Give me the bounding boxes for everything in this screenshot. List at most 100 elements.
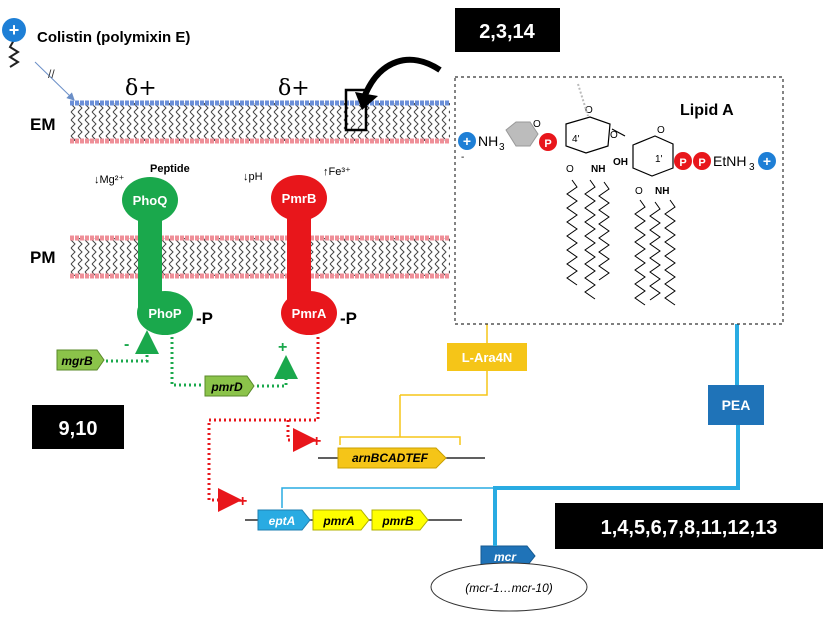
svg-text:P: P bbox=[544, 138, 551, 150]
oh-label: OH bbox=[613, 157, 628, 168]
svg-text:1,4,5,6,7,8,11,12,13: 1,4,5,6,7,8,11,12,13 bbox=[601, 517, 778, 539]
pos-1: 1' bbox=[655, 154, 663, 165]
nh-2: NH bbox=[655, 186, 669, 197]
pmra-gene: pmrA bbox=[312, 509, 370, 531]
zoom-arrow bbox=[362, 56, 442, 97]
mgrb-repression bbox=[106, 330, 159, 363]
svg-text:mgrB: mgrB bbox=[61, 354, 93, 368]
nh3-minus: - bbox=[461, 152, 464, 163]
ester-o-1: O bbox=[566, 164, 574, 175]
mcr-gene: mcr bbox=[480, 545, 536, 567]
arn-bracket bbox=[339, 436, 461, 445]
colistin-icon: + bbox=[2, 18, 26, 68]
minus-sign: - bbox=[124, 336, 129, 353]
colistin-arrow bbox=[34, 61, 75, 101]
svg-text:PmrB: PmrB bbox=[282, 191, 317, 206]
outer-membrane bbox=[70, 100, 450, 144]
ph-signal: ↓pH bbox=[243, 171, 263, 183]
pmra-to-epta bbox=[207, 337, 320, 512]
phosphate-1a bbox=[674, 152, 692, 170]
nh3-sub: 3 bbox=[499, 142, 505, 153]
phop-to-pmrd bbox=[170, 337, 203, 387]
pmrd-gene: pmrD bbox=[204, 375, 255, 397]
ester-o-2: O bbox=[635, 186, 643, 197]
phop-protein: PhoP bbox=[137, 291, 193, 335]
phop-phospho: -P bbox=[196, 309, 213, 328]
svg-text:PEA: PEA bbox=[722, 397, 751, 413]
acyl-chain bbox=[566, 179, 578, 286]
plasma-membrane bbox=[70, 235, 450, 279]
svg-text:pmrB: pmrB bbox=[381, 514, 414, 528]
nh3-label: NH bbox=[478, 133, 498, 149]
phosphate-1b bbox=[693, 152, 711, 170]
svg-text:PhoP: PhoP bbox=[148, 306, 182, 321]
mgrb-gene: mgrB bbox=[56, 349, 105, 371]
ara-o: O bbox=[533, 119, 541, 130]
nh-1: NH bbox=[591, 164, 605, 175]
pmra-to-arn bbox=[286, 420, 317, 452]
phosphate-4 bbox=[539, 133, 557, 151]
etnh3-sub: 3 bbox=[749, 162, 755, 173]
svg-text:PhoQ: PhoQ bbox=[133, 193, 168, 208]
svg-text:+: + bbox=[463, 133, 471, 149]
svg-text:pmrA: pmrA bbox=[322, 514, 354, 528]
acyl-chains bbox=[566, 179, 676, 306]
svg-text:+: + bbox=[763, 153, 771, 169]
ref-box-left: 9,10 bbox=[32, 405, 124, 449]
epta-gene: eptA bbox=[257, 509, 311, 531]
delta-charge-2: δ+ bbox=[278, 76, 310, 101]
epta-to-pea bbox=[281, 487, 495, 508]
svg-text:L-Ara4N: L-Ara4N bbox=[462, 350, 513, 365]
pos-4: 4' bbox=[572, 134, 580, 145]
lipid-a-title: Lipid A bbox=[680, 102, 734, 119]
ref-box-right: 1,4,5,6,7,8,11,12,13 bbox=[555, 503, 823, 549]
pmra-phospho: -P bbox=[340, 309, 357, 328]
svg-text:eptA: eptA bbox=[269, 514, 296, 528]
pm-label: PM bbox=[30, 248, 56, 267]
pmrb-protein: PmrB bbox=[271, 175, 327, 308]
etnh3-plus-icon bbox=[758, 152, 776, 170]
svg-text:9,10: 9,10 bbox=[59, 418, 98, 440]
mcr-to-pea bbox=[493, 425, 740, 546]
svg-text:P: P bbox=[679, 157, 686, 169]
lipid-a-panel bbox=[454, 76, 784, 325]
ara4n-box: L-Ara4N bbox=[447, 343, 527, 371]
ref-box-top: 2,3,14 bbox=[455, 8, 560, 52]
glucosamine-1 bbox=[565, 116, 611, 154]
acyl-chain bbox=[634, 199, 646, 306]
glucosamine-2 bbox=[632, 135, 674, 177]
pmra-protein: PmrA bbox=[281, 291, 337, 335]
plus-sign-green: + bbox=[278, 339, 287, 356]
core-link bbox=[577, 83, 589, 117]
ring1-o: O bbox=[585, 105, 593, 116]
plus-sign-epta: + bbox=[238, 493, 247, 510]
fe-signal: ↑Fe³⁺ bbox=[323, 166, 351, 178]
svg-text:pmrD: pmrD bbox=[210, 380, 243, 394]
acyl-chain bbox=[598, 181, 610, 281]
delta-charge-1: δ+ bbox=[125, 76, 157, 101]
etnh3-label: EtNH bbox=[713, 153, 746, 169]
pmrb-gene: pmrB bbox=[371, 509, 429, 531]
plus-sign-arn: + bbox=[312, 433, 321, 450]
svg-text:arnBCADTEF: arnBCADTEF bbox=[352, 451, 429, 465]
svg-text:mcr: mcr bbox=[494, 550, 517, 564]
svg-text:2,3,14: 2,3,14 bbox=[479, 21, 535, 43]
em-label: EM bbox=[30, 115, 56, 134]
zoom-box bbox=[344, 88, 368, 132]
colistin-label: Colistin (polymixin E) bbox=[37, 29, 190, 46]
acyl-chain bbox=[584, 179, 596, 300]
acyl-chain bbox=[664, 199, 676, 306]
mg-signal: ↓Mg²⁺ bbox=[94, 174, 124, 186]
ara4n-sugar bbox=[505, 121, 539, 147]
svg-text:PmrA: PmrA bbox=[292, 306, 327, 321]
phoq-protein: PhoQ bbox=[122, 177, 178, 308]
svg-text:(mcr-1…mcr-10): (mcr-1…mcr-10) bbox=[465, 581, 553, 595]
peptide-signal: Peptide bbox=[150, 163, 190, 175]
ring2-o: O bbox=[657, 125, 665, 136]
nh3-plus-icon bbox=[458, 132, 476, 150]
pmrd-activation bbox=[257, 355, 298, 388]
svg-text:+: + bbox=[9, 20, 20, 40]
pea-box: PEA bbox=[708, 385, 764, 425]
link-o: O bbox=[610, 130, 618, 141]
